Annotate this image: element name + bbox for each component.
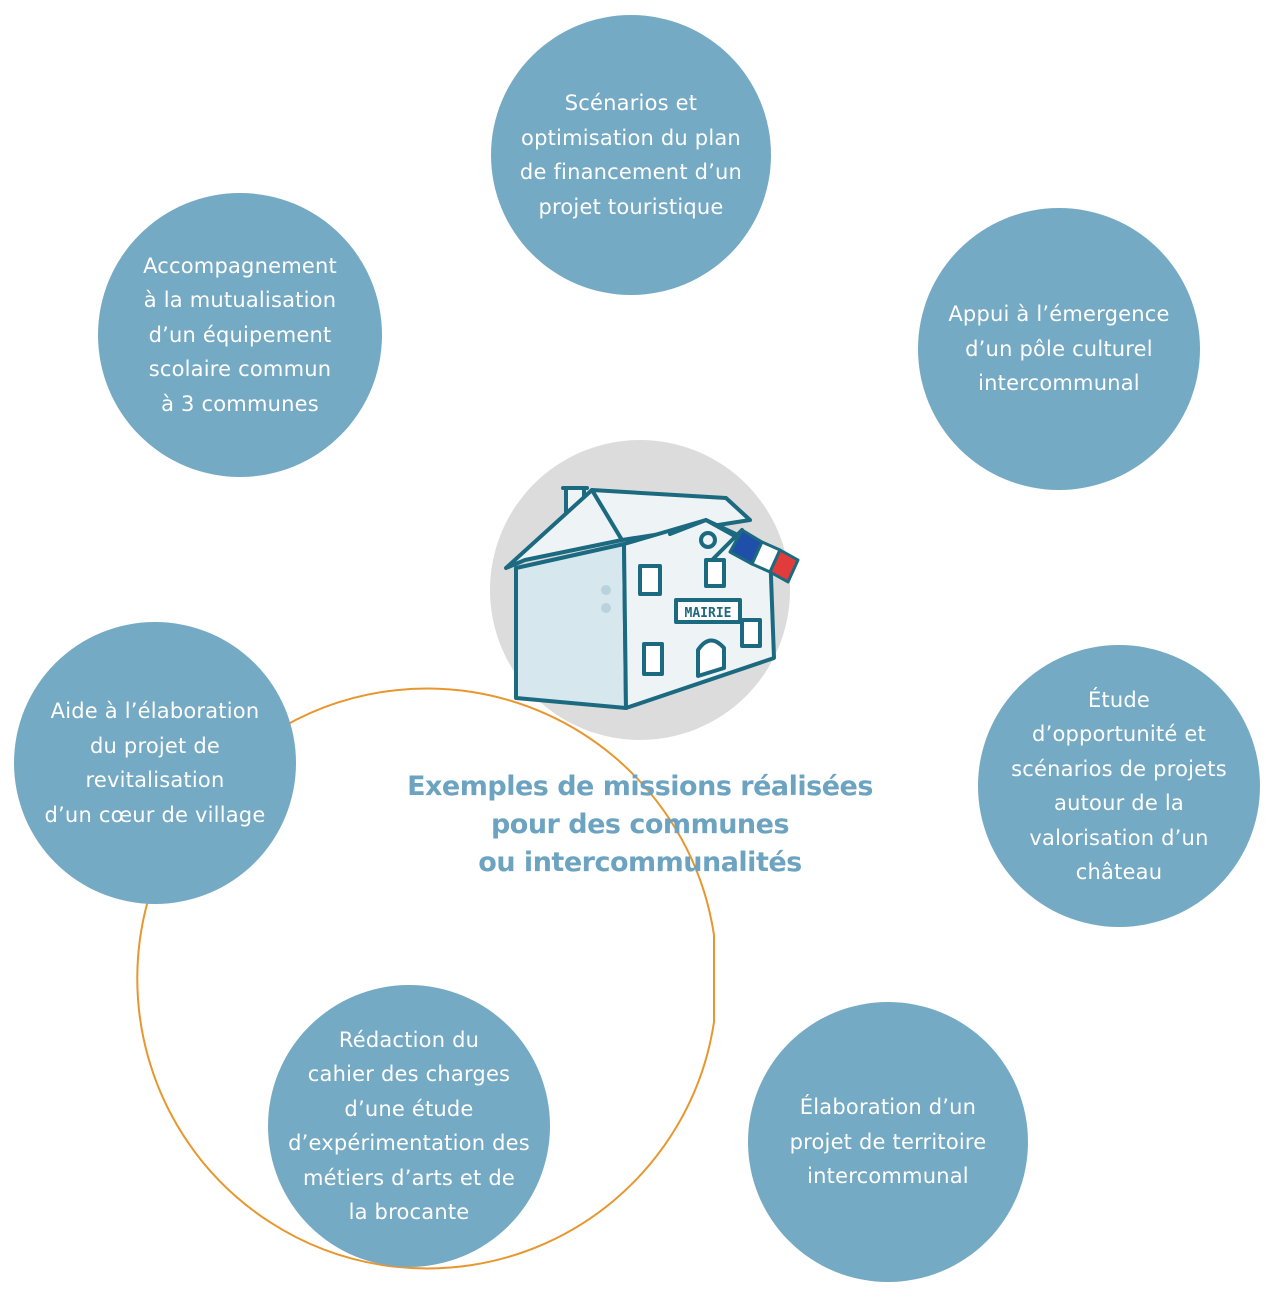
mission-circle-lower-right: Élaboration d’un projet de territoire in…: [748, 1002, 1028, 1282]
mission-text-lower-right: Élaboration d’un projet de territoire in…: [790, 1090, 987, 1194]
mission-circle-top: Scénarios et optimisation du plan de fin…: [491, 15, 771, 295]
mission-circle-left: Aide à l’élaboration du projet de revita…: [14, 622, 296, 904]
mission-text-lower-left: Rédaction du cahier des charges d’une ét…: [288, 1023, 530, 1230]
mission-text-right: Étude d’opportunité et scénarios de proj…: [1011, 683, 1227, 890]
mission-circle-upper-left: Accompagnement à la mutualisation d’un é…: [98, 193, 382, 477]
mission-circle-lower-left: Rédaction du cahier des charges d’une ét…: [268, 985, 550, 1267]
center-title: Exemples de missions réalisées pour des …: [360, 768, 920, 882]
mission-text-top: Scénarios et optimisation du plan de fin…: [520, 86, 742, 224]
mission-text-upper-right: Appui à l’émergence d’un pôle culturel i…: [948, 297, 1169, 401]
town-hall-illustration: MAIRIE: [480, 440, 810, 760]
mission-circle-right: Étude d’opportunité et scénarios de proj…: [978, 645, 1260, 927]
mission-text-upper-left: Accompagnement à la mutualisation d’un é…: [143, 249, 337, 422]
mission-text-left: Aide à l’élaboration du projet de revita…: [45, 694, 266, 832]
mission-circle-upper-right: Appui à l’émergence d’un pôle culturel i…: [918, 208, 1200, 490]
mairie-sign-text: MAIRIE: [685, 606, 732, 621]
